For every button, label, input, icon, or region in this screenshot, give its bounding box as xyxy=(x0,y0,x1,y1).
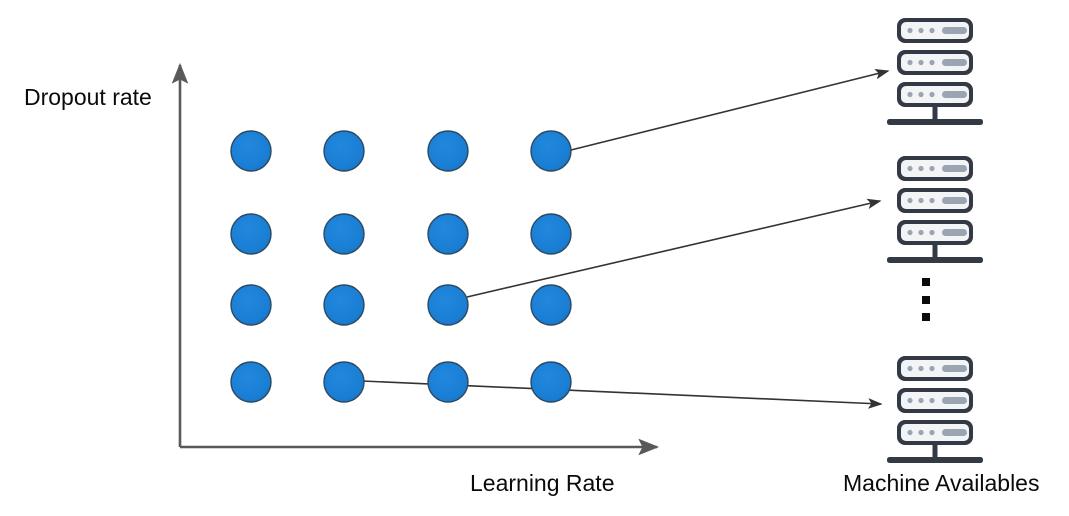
hyperparameter-node[interactable] xyxy=(427,284,469,326)
server-stack-3[interactable] xyxy=(887,356,983,463)
machine-availables-label: Machine Availables xyxy=(843,470,1040,496)
hyperparameter-node[interactable] xyxy=(230,361,272,403)
hyperparameter-node[interactable] xyxy=(323,361,365,403)
hyperparameter-node[interactable] xyxy=(530,130,572,172)
hyperparameter-node[interactable] xyxy=(530,284,572,326)
ellipsis-dot xyxy=(922,313,930,321)
server-stack-2[interactable] xyxy=(887,156,983,263)
hyperparameter-node[interactable] xyxy=(323,213,365,255)
hyperparameter-node[interactable] xyxy=(427,213,469,255)
hyperparameter-node[interactable] xyxy=(530,361,572,403)
y-axis-label: Dropout rate xyxy=(24,84,152,110)
chart-axes xyxy=(171,62,660,456)
hyperparameter-node[interactable] xyxy=(530,213,572,255)
hyperparameter-node[interactable] xyxy=(323,284,365,326)
ellipsis-dot xyxy=(922,278,930,286)
vertical-ellipsis-icon xyxy=(922,278,930,321)
ellipsis-dot xyxy=(922,296,930,304)
arrow-node-to-server-2 xyxy=(466,198,882,298)
hyperparameter-node[interactable] xyxy=(230,130,272,172)
x-axis-label: Learning Rate xyxy=(470,470,615,496)
node-grid xyxy=(230,130,572,403)
arrow-node-to-server-1 xyxy=(570,68,890,151)
hyperparameter-node[interactable] xyxy=(323,130,365,172)
hyperparameter-node[interactable] xyxy=(230,284,272,326)
server-stack-1[interactable] xyxy=(887,18,983,125)
hyperparameter-node[interactable] xyxy=(427,130,469,172)
hyperparameter-node[interactable] xyxy=(230,213,272,255)
server-stacks xyxy=(887,18,983,463)
hyperparameter-node[interactable] xyxy=(427,361,469,403)
